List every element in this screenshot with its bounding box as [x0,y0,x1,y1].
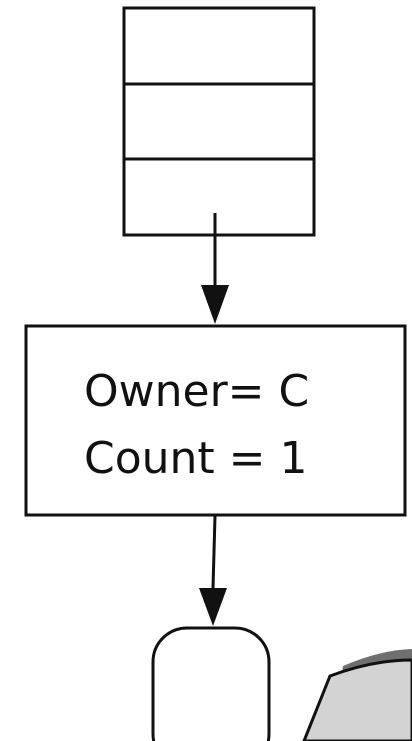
arrow-stack-to-state [201,213,229,324]
owner-text: Owner= C [84,366,309,417]
arrow-head [199,588,227,626]
arrow-state-to-terminal [199,515,227,626]
stack-outline [122,6,316,237]
partial-shape [302,649,412,741]
count-text: Count = 1 [84,433,308,484]
arrow-head [201,285,229,324]
state-box: Owner= C Count = 1 [24,324,407,517]
state-box-outline [24,324,407,517]
terminal-node-shape [151,626,271,741]
partial-shape-body [302,658,412,741]
terminal-node [151,626,271,741]
arrow-shaft [211,515,217,589]
stack-structure [122,6,316,237]
